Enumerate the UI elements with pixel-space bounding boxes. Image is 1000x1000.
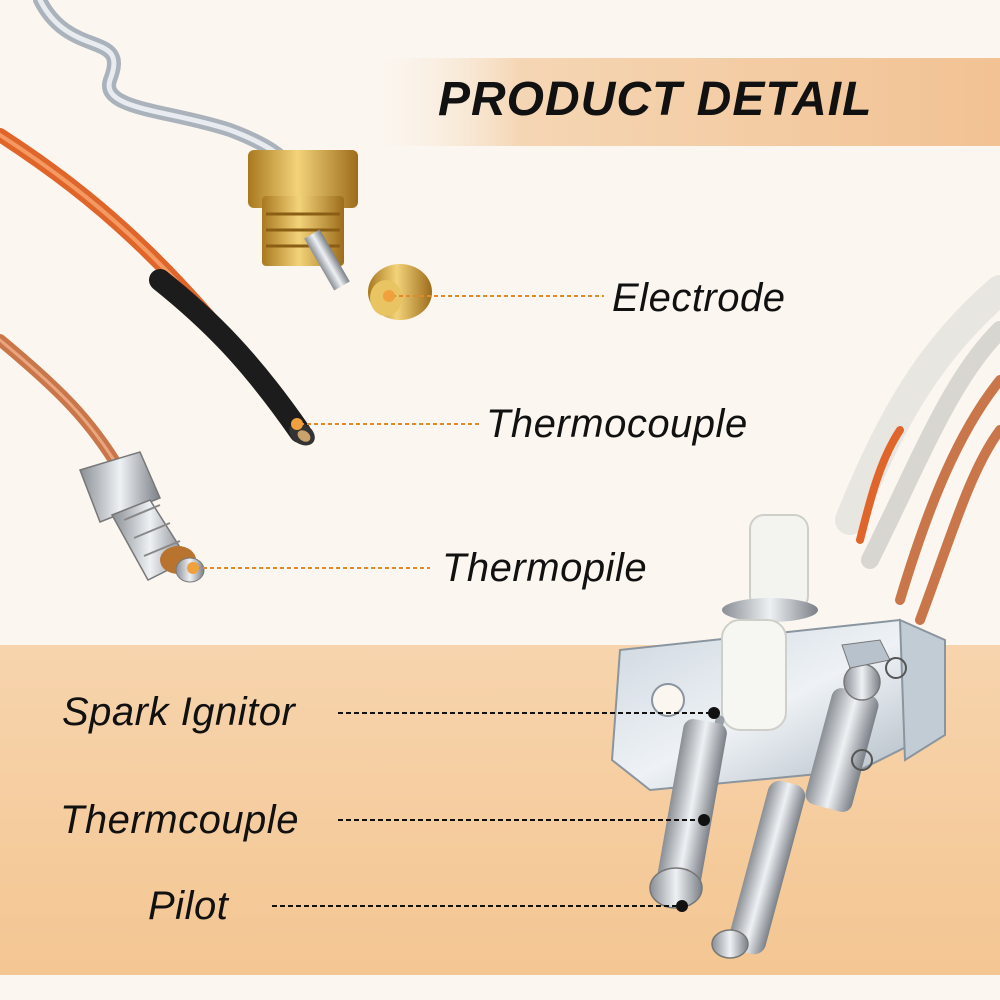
electrode-dot	[383, 290, 395, 302]
pilot-assembly	[610, 275, 1000, 959]
label-pilot: Pilot	[148, 884, 229, 928]
label-thermcouple: Thermcouple	[60, 798, 299, 842]
page-title: PRODUCT DETAIL	[438, 73, 873, 126]
thermocouple-sleeve	[149, 269, 311, 443]
thermopile-wire	[0, 334, 126, 476]
thermopile-part	[79, 451, 205, 583]
leader-lines-bottom	[272, 707, 720, 912]
electrode-part	[248, 150, 432, 320]
label-spark-ignitor: Spark Ignitor	[62, 690, 296, 734]
thermopile-dot	[187, 562, 199, 574]
pilot-dot	[676, 900, 688, 912]
spark-ignitor-dot	[708, 707, 720, 719]
label-thermocouple: Thermocouple	[486, 402, 748, 446]
thermocouple-dot	[291, 418, 303, 430]
leader-lines-top	[187, 290, 604, 574]
label-thermopile: Thermopile	[442, 546, 648, 590]
label-electrode: Electrode	[612, 276, 786, 320]
thermcouple-dot	[698, 814, 710, 826]
title-banner	[360, 58, 1000, 146]
